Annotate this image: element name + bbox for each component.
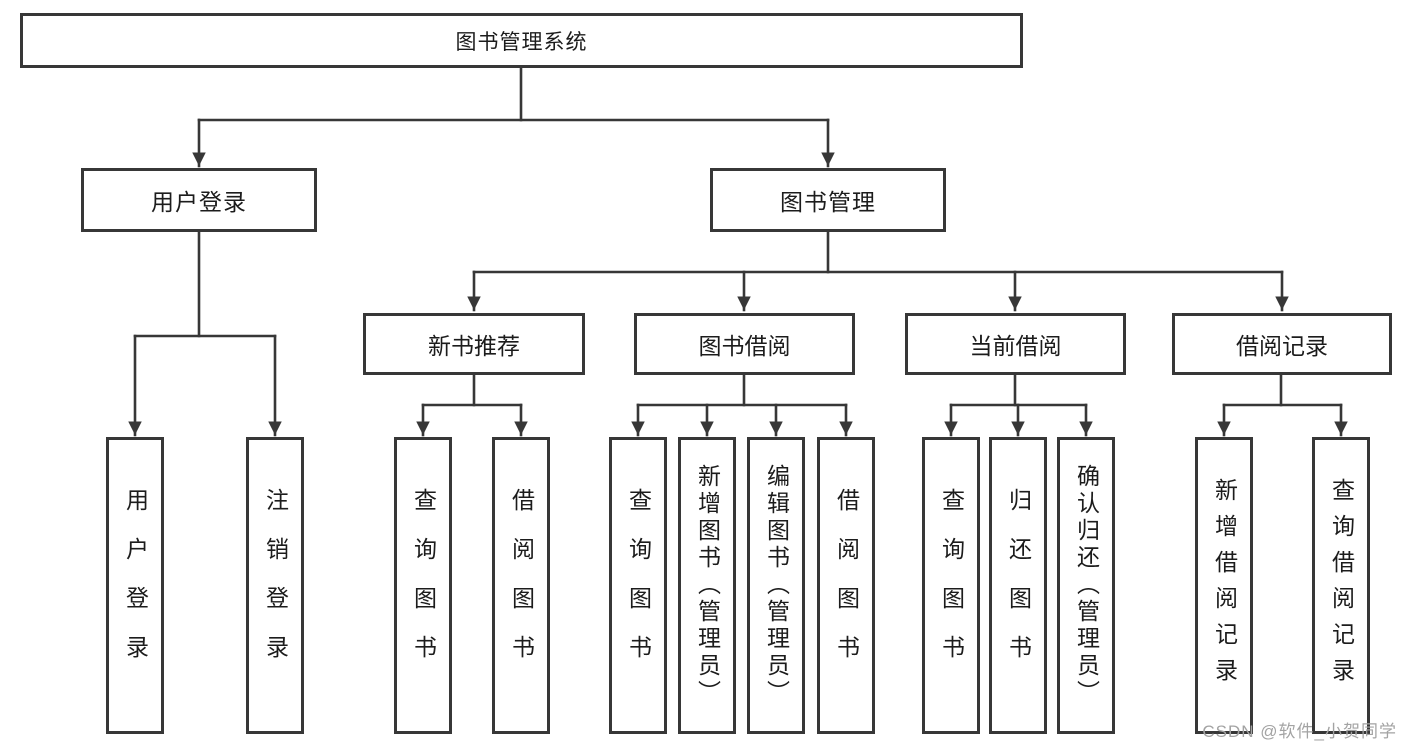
leaf-logout: 注销登录 — [246, 437, 304, 734]
csdn-watermark: CSDN @软件_小贺同学 — [1202, 722, 1397, 741]
leaf-bb-add-books-admin: 新增图书（管理员） — [678, 437, 736, 734]
leaf-cb-return-books: 归还图书 — [989, 437, 1047, 734]
node-new-book-recommend: 新书推荐 — [363, 313, 585, 375]
leaf-label: 用户登录 — [122, 487, 149, 684]
leaf-label: 查询图书 — [410, 487, 437, 684]
leaf-nb-query-books: 查询图书 — [394, 437, 452, 734]
leaf-label: 新增图书（管理员） — [694, 464, 721, 707]
leaf-br-query-record: 查询借阅记录 — [1312, 437, 1370, 734]
leaf-nb-borrow-books: 借阅图书 — [492, 437, 550, 734]
leaf-label: 借阅图书 — [833, 487, 860, 684]
node-borrowing-records: 借阅记录 — [1172, 313, 1392, 375]
leaf-label: 编辑图书（管理员） — [763, 464, 790, 707]
node-user-login: 用户登录 — [81, 168, 317, 232]
leaf-label: 归还图书 — [1005, 487, 1032, 684]
leaf-label: 查询图书 — [938, 487, 965, 684]
leaf-bb-query-books: 查询图书 — [609, 437, 667, 734]
leaf-cb-confirm-return-admin: 确认归还（管理员） — [1057, 437, 1115, 734]
leaf-label: 确认归还（管理员） — [1073, 464, 1100, 707]
node-library-management-system: 图书管理系统 — [20, 13, 1023, 68]
node-current-borrowing: 当前借阅 — [905, 313, 1126, 375]
leaf-label: 注销登录 — [262, 487, 289, 684]
leaf-br-add-record: 新增借阅记录 — [1195, 437, 1253, 734]
leaf-cb-query-books: 查询图书 — [922, 437, 980, 734]
node-book-management: 图书管理 — [710, 168, 946, 232]
leaf-label: 借阅图书 — [508, 487, 535, 684]
node-book-borrowing: 图书借阅 — [634, 313, 855, 375]
leaf-label: 查询图书 — [625, 487, 652, 684]
leaf-label: 查询借阅记录 — [1328, 477, 1355, 694]
leaf-user-login: 用户登录 — [106, 437, 164, 734]
leaf-bb-edit-books-admin: 编辑图书（管理员） — [747, 437, 805, 734]
leaf-label: 新增借阅记录 — [1211, 477, 1238, 694]
leaf-bb-borrow-books: 借阅图书 — [817, 437, 875, 734]
